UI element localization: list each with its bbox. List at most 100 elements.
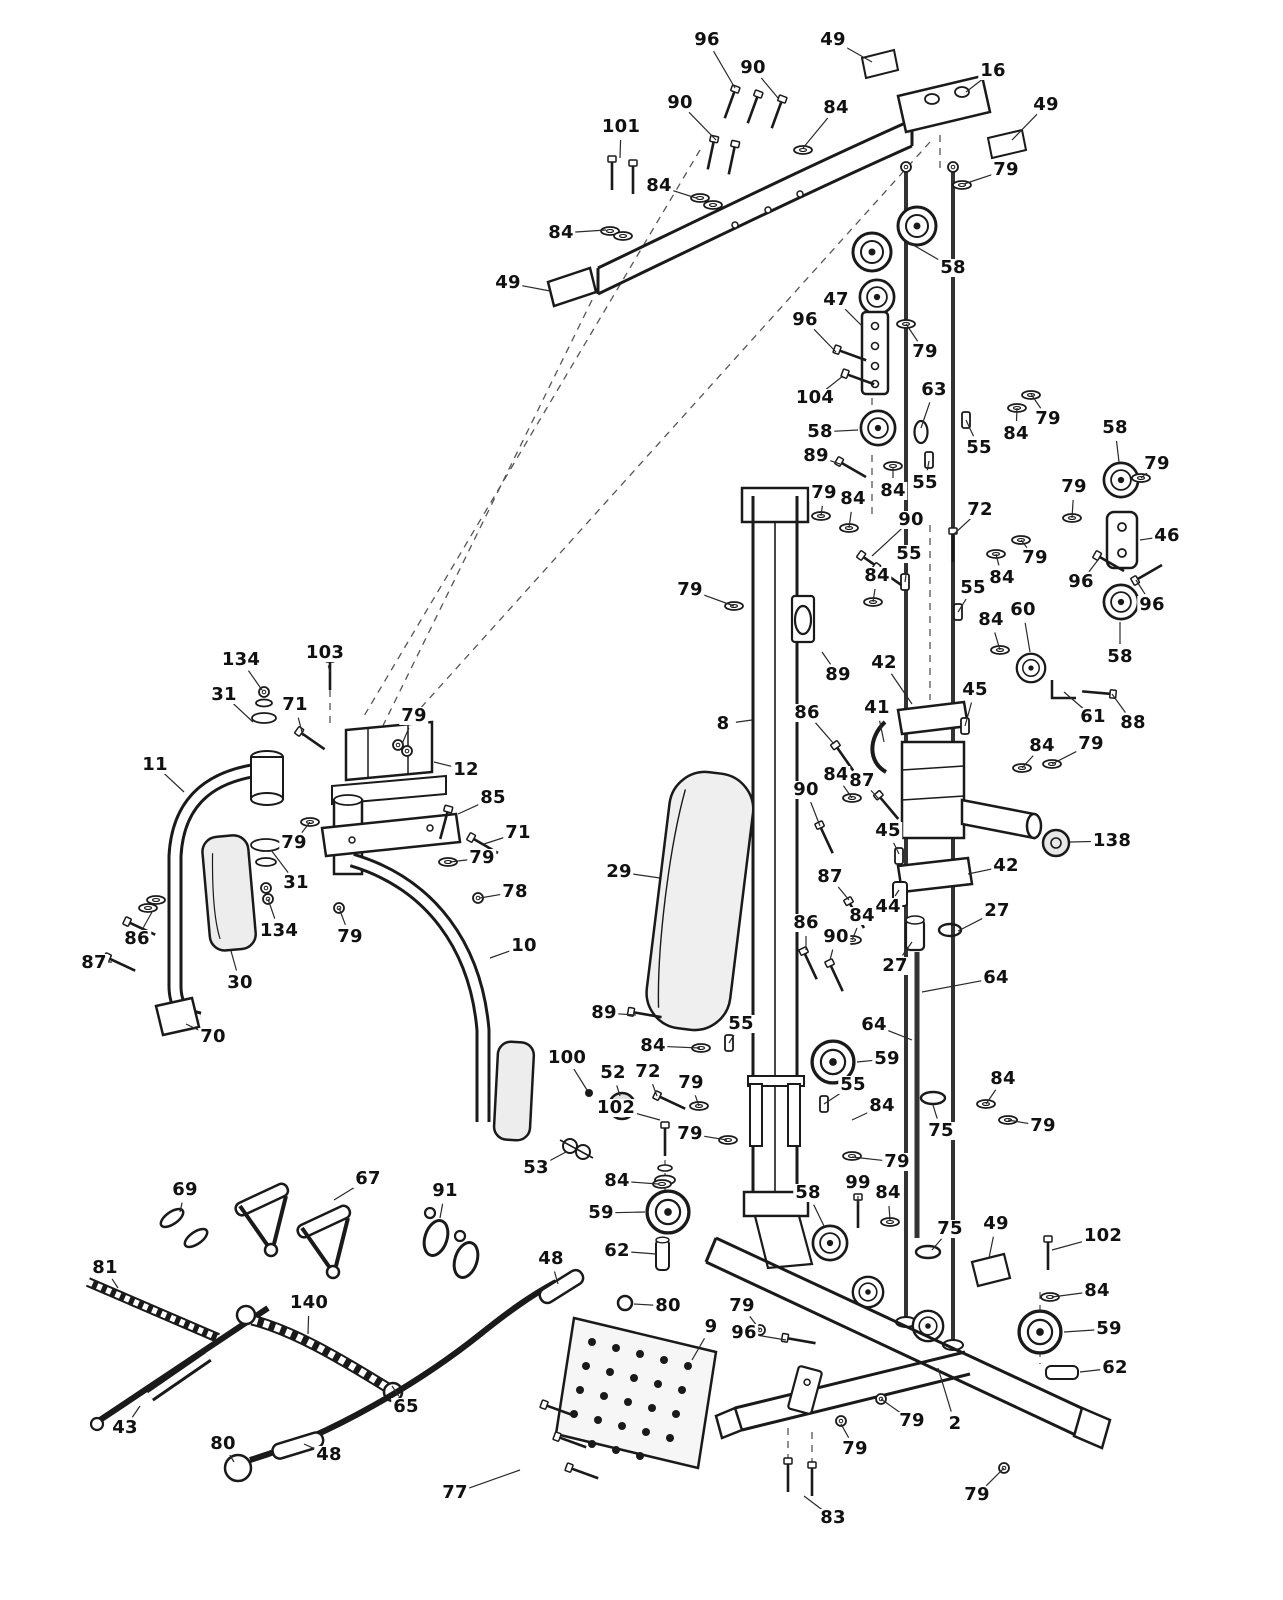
arm-pad xyxy=(492,1040,536,1142)
part-label: 2 xyxy=(946,1413,964,1434)
part-label: 96 xyxy=(1137,594,1167,615)
part-label: 84 xyxy=(878,480,908,501)
part-label: 49 xyxy=(818,29,848,50)
part-label: 79 xyxy=(1076,733,1106,754)
part-label: 104 xyxy=(793,387,837,408)
part-label: 59 xyxy=(586,1202,616,1223)
part-label: 75 xyxy=(935,1218,965,1239)
part-label: 47 xyxy=(821,289,851,310)
part-label: 9 xyxy=(702,1316,720,1337)
part-label: 84 xyxy=(838,488,868,509)
stirrup-handle xyxy=(234,1182,290,1258)
part-label: 84 xyxy=(602,1170,632,1191)
part-label: 58 xyxy=(793,1182,823,1203)
part-label: 87 xyxy=(79,952,109,973)
part-label: 91 xyxy=(430,1180,460,1201)
part-label: 102 xyxy=(1081,1225,1125,1246)
part-label: 53 xyxy=(521,1157,551,1178)
snap-clip xyxy=(422,1206,450,1257)
part-label: 90 xyxy=(791,779,821,800)
part-label: 60 xyxy=(1008,599,1038,620)
part-label: 69 xyxy=(170,1179,200,1200)
part-label: 84 xyxy=(1001,423,1031,444)
part-label: 11 xyxy=(140,754,170,775)
accessories xyxy=(86,1182,585,1483)
part-label: 79 xyxy=(399,705,429,726)
part-label: 101 xyxy=(599,116,643,137)
curved-support-arm xyxy=(349,852,491,1122)
part-label: 64 xyxy=(981,967,1011,988)
main-upright xyxy=(740,486,814,1270)
part-label: 55 xyxy=(964,437,994,458)
part-label: 62 xyxy=(1100,1357,1130,1378)
part-label: 30 xyxy=(225,972,255,993)
part-label: 88 xyxy=(1118,712,1148,733)
part-label: 45 xyxy=(873,820,903,841)
cover-plate-right xyxy=(986,128,1028,160)
part-label: 64 xyxy=(859,1014,889,1035)
part-label: 8 xyxy=(714,713,732,734)
part-label: 80 xyxy=(653,1295,683,1316)
part-label: 63 xyxy=(919,379,949,400)
part-label: 79 xyxy=(840,1438,870,1459)
straight-bar xyxy=(89,1305,270,1432)
part-label: 84 xyxy=(867,1095,897,1116)
part-label: 84 xyxy=(976,609,1006,630)
part-label: 72 xyxy=(633,1061,663,1082)
end-cap-plate xyxy=(546,266,598,308)
part-label: 87 xyxy=(847,770,877,791)
part-label: 89 xyxy=(801,445,831,466)
part-label: 86 xyxy=(791,912,821,933)
part-label: 27 xyxy=(880,955,910,976)
part-label: 96 xyxy=(729,1322,759,1343)
part-label: 84 xyxy=(987,567,1017,588)
part-label: 134 xyxy=(257,920,301,941)
part-label: 78 xyxy=(500,881,530,902)
part-label: 84 xyxy=(873,1182,903,1203)
part-label: 83 xyxy=(818,1507,848,1528)
part-label: 48 xyxy=(314,1444,344,1465)
part-label: 90 xyxy=(821,926,851,947)
part-label: 59 xyxy=(872,1048,902,1069)
part-label: 27 xyxy=(982,900,1012,921)
part-label: 55 xyxy=(726,1013,756,1034)
part-label: 55 xyxy=(838,1074,868,1095)
part-label: 79 xyxy=(991,159,1021,180)
part-label: 79 xyxy=(675,1123,705,1144)
part-label: 96 xyxy=(790,309,820,330)
part-label: 79 xyxy=(727,1295,757,1316)
foot-plate xyxy=(554,1294,718,1470)
part-label: 96 xyxy=(1066,571,1096,592)
part-label: 79 xyxy=(1033,408,1063,429)
part-label: 79 xyxy=(1020,547,1050,568)
part-label: 48 xyxy=(536,1248,566,1269)
part-label: 71 xyxy=(503,822,533,843)
part-label: 79 xyxy=(467,847,497,868)
part-label: 70 xyxy=(198,1026,228,1047)
part-label: 90 xyxy=(738,57,768,78)
lat-bar-chain xyxy=(86,1277,220,1343)
part-label: 89 xyxy=(589,1002,619,1023)
part-label: 44 xyxy=(873,896,903,917)
part-label: 45 xyxy=(960,679,990,700)
part-label: 80 xyxy=(208,1433,238,1454)
part-label: 134 xyxy=(219,649,263,670)
part-label: 79 xyxy=(1028,1115,1058,1136)
part-label: 81 xyxy=(90,1257,120,1278)
part-label: 58 xyxy=(805,421,835,442)
part-label: 43 xyxy=(110,1417,140,1438)
part-label: 72 xyxy=(965,499,995,520)
part-label: 75 xyxy=(926,1120,956,1141)
part-label: 55 xyxy=(894,543,924,564)
part-label: 84 xyxy=(988,1068,1018,1089)
part-label: 84 xyxy=(644,175,674,196)
part-label: 84 xyxy=(638,1035,668,1056)
part-label: 90 xyxy=(665,92,695,113)
part-label: 79 xyxy=(897,1410,927,1431)
part-label: 84 xyxy=(1082,1280,1112,1301)
part-label: 96 xyxy=(692,29,722,50)
